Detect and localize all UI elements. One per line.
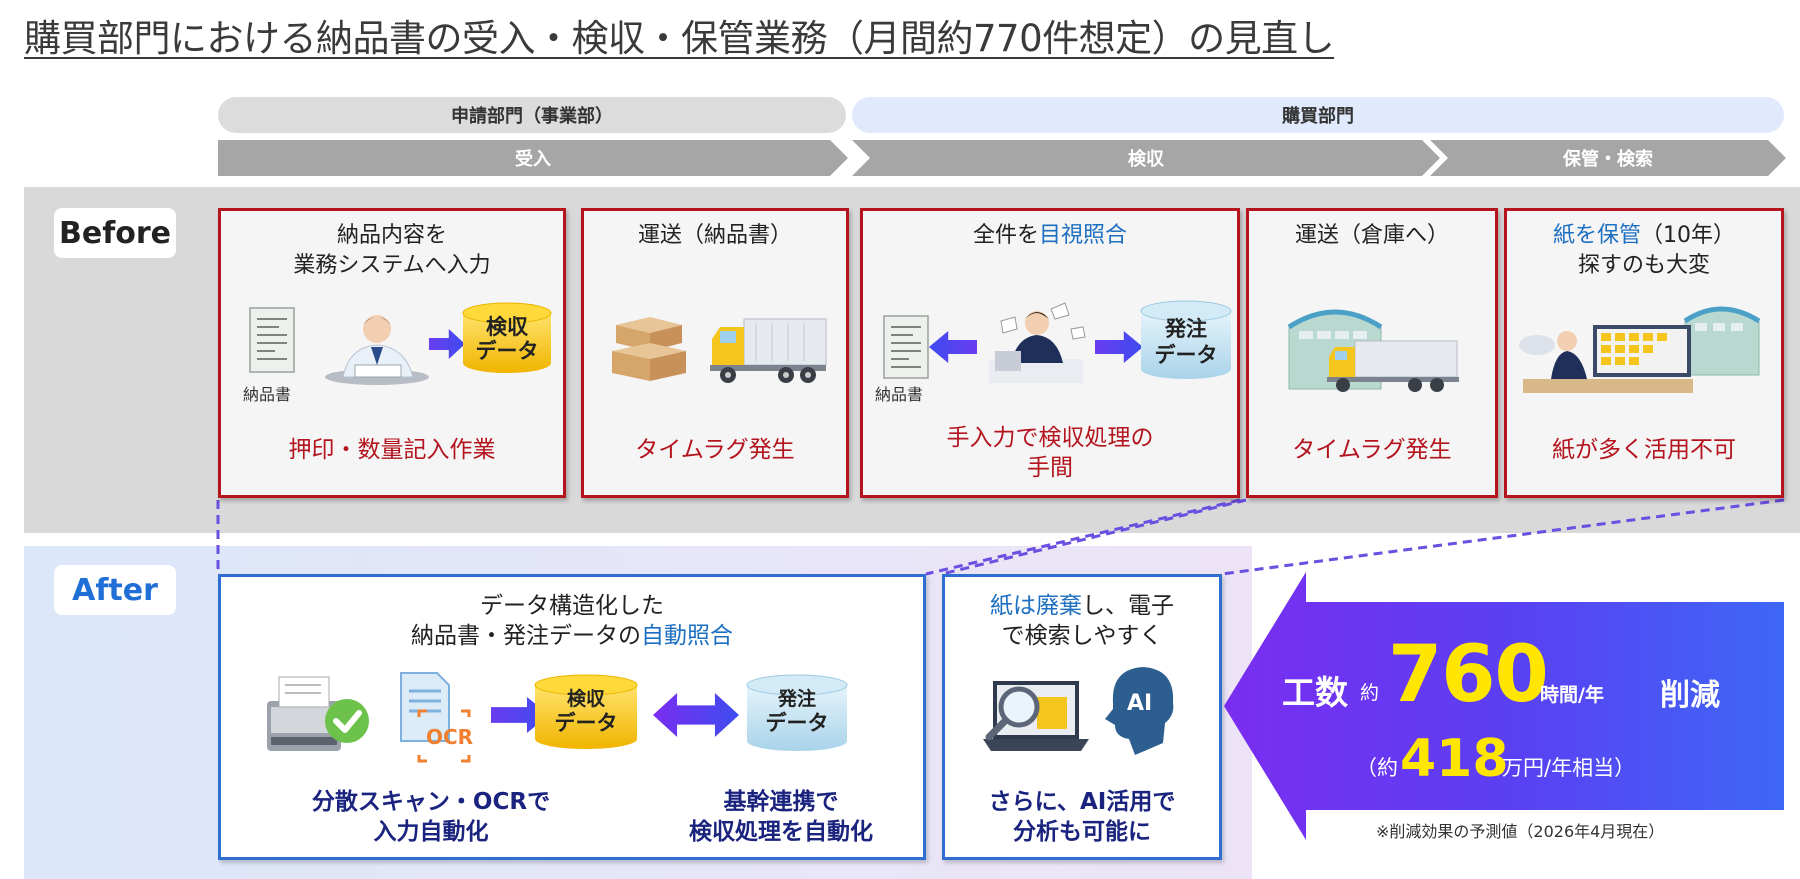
- card-heading: 運送（倉庫へ）: [1294, 223, 1449, 248]
- box-icon: [612, 317, 686, 381]
- yen-prefix: （約: [1356, 756, 1398, 780]
- search-desk-icon: [1519, 306, 1761, 393]
- hours-value: 760: [1388, 630, 1549, 720]
- inspection-data-cylinder: 検収 データ: [461, 301, 553, 375]
- benefit-integration: 基幹連携で 検収処理を自動化: [689, 789, 873, 845]
- inspection-data-cylinder: 検収 データ: [533, 673, 639, 751]
- order-data-cylinder: 発注 データ: [745, 673, 849, 753]
- benefit-ocr: 分散スキャン・OCRで 入力自動化: [311, 789, 551, 845]
- before-card-warehouse: 運送（倉庫へ） タイムラグ発生: [1246, 208, 1498, 498]
- yen-unit: 万円/年相当）: [1502, 756, 1636, 780]
- card-heading: 紙を保管（10年） 探すのも大変: [1552, 223, 1735, 278]
- ai-head-icon: [1105, 667, 1174, 755]
- hours-unit: 時間/年: [1540, 684, 1604, 706]
- phase-inspect: 検収: [852, 140, 1440, 176]
- warehouse-truck-icon: [1287, 309, 1459, 392]
- before-card-storage: 紙を保管（10年） 探すのも大変 紙が多く活用不可: [1504, 208, 1784, 498]
- troubled-worker-icon: [989, 302, 1086, 383]
- truck-icon: [710, 318, 827, 383]
- dept-purchasing: 購買部門: [852, 97, 1784, 133]
- issue-text: 押印・数量記入作業: [288, 437, 496, 463]
- card-heading: 紙は廃棄し、電子 で検索しやすく: [990, 593, 1174, 649]
- issue-text: 紙が多く活用不可: [1552, 437, 1736, 463]
- before-label: Before: [54, 208, 176, 258]
- reduce-label: 削減: [1660, 678, 1720, 713]
- dept-applicant: 申請部門（事業部）: [218, 97, 846, 133]
- page-title: 購買部門における納品書の受入・検収・保管業務（月間約770件想定）の見直し: [24, 17, 1335, 60]
- after-label: After: [54, 565, 176, 615]
- before-card-input: 納品内容を 業務システムへ入力 納品書 検収 データ 押印・数量記入作業: [218, 208, 566, 498]
- document-icon: [883, 315, 929, 379]
- benefit-ai: さらに、AI活用で 分析も可能に: [988, 789, 1176, 845]
- right-arrow-icon: [1095, 331, 1143, 363]
- card-heading: 運送（納品書）: [637, 223, 792, 248]
- after-card-digital-storage: 紙は廃棄し、電子 で検索しやすく AI さらに、AI活用で 分析も可能に: [942, 574, 1222, 860]
- ocr-label: OCR: [426, 725, 474, 749]
- order-data-cylinder: 発注 データ: [1139, 299, 1233, 381]
- card-heading: 納品内容を 業務システムへ入力: [293, 223, 491, 278]
- footnote: ※削減効果の予測値（2026年4月現在）: [1376, 822, 1665, 841]
- approx-label: 約: [1360, 682, 1380, 704]
- card-heading: 全件を目視照合: [972, 223, 1128, 248]
- phase-receive: 受入: [218, 140, 848, 176]
- left-arrow-icon: [929, 331, 977, 363]
- before-card-transport: 運送（納品書） タイムラグ発生: [581, 208, 849, 498]
- card-heading: データ構造化した 納品書・発注データの自動照合: [411, 593, 733, 649]
- issue-text: タイムラグ発生: [1292, 437, 1452, 463]
- worker-icon: [325, 315, 429, 385]
- document-label: 納品書: [875, 385, 924, 404]
- reduction-label: 工数: [1282, 673, 1348, 712]
- reduction-arrow: [1224, 572, 1784, 840]
- document-icon: [249, 307, 295, 373]
- laptop-search-icon: [983, 681, 1089, 751]
- after-card-auto-match: データ構造化した 納品書・発注データの自動照合 OCR 検収 データ: [218, 574, 926, 860]
- arrow-icon: [429, 329, 465, 359]
- issue-text: 手入力で検収処理の 手間: [946, 425, 1154, 481]
- ai-label: AI: [1127, 691, 1153, 716]
- issue-text: タイムラグ発生: [635, 437, 795, 463]
- ocr-icon: [400, 672, 471, 763]
- document-label: 納品書: [243, 385, 292, 404]
- scanner-icon: [267, 676, 369, 751]
- bidirectional-arrow-icon: [653, 693, 739, 737]
- yen-value: 418: [1400, 729, 1509, 789]
- before-card-visual-check: 全件を目視照合 納品書 発注 データ 手入力で検収処理の 手間: [860, 208, 1240, 498]
- phase-store: 保管・検索: [1430, 140, 1786, 176]
